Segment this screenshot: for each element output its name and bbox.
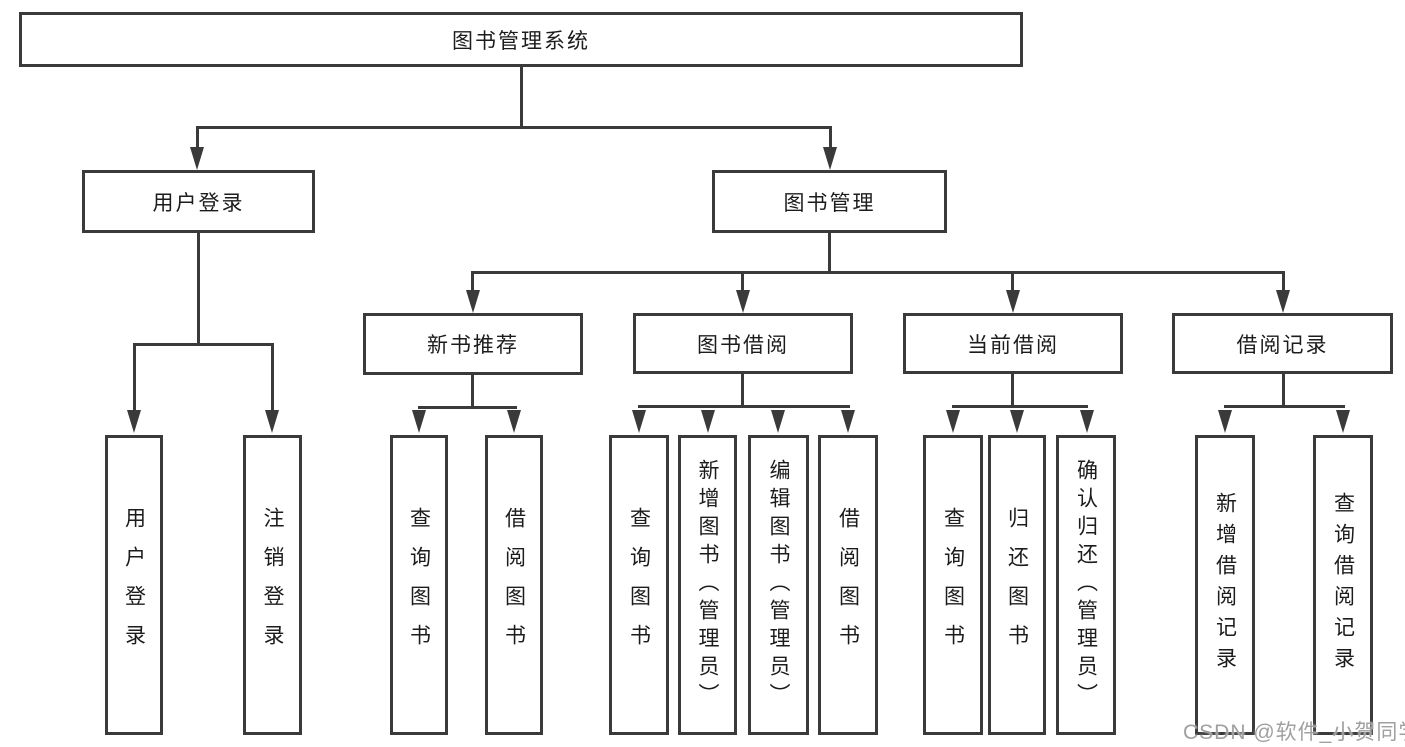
connector-line: [1011, 374, 1014, 408]
leaf-logout: 注销登录: [243, 435, 302, 735]
leaf-bb-query-book-label: 查询图书: [627, 507, 651, 663]
leaf-bb-query-book: 查询图书: [609, 435, 669, 735]
connector-line: [829, 126, 832, 152]
leaf-nb-query-book-label: 查询图书: [407, 507, 431, 663]
arrowhead-icon: [466, 290, 480, 313]
leaf-cb-confirm-return: 确认归还（管理员）: [1056, 435, 1116, 735]
connector-line: [197, 233, 200, 346]
leaf-logout-label: 注销登录: [261, 507, 284, 663]
arrowhead-icon: [1006, 290, 1020, 313]
connector-line: [196, 126, 832, 129]
connector-line: [952, 405, 1088, 408]
leaf-br-query-record-label: 查询借阅记录: [1331, 492, 1355, 678]
node-book-borrow: 图书借阅: [633, 313, 853, 374]
arrowhead-icon: [265, 410, 279, 433]
arrowhead-icon: [1336, 410, 1350, 433]
arrowhead-icon: [190, 147, 204, 170]
arrowhead-icon: [1080, 410, 1094, 433]
leaf-cb-query-book: 查询图书: [923, 435, 983, 735]
leaf-cb-return-book-label: 归还图书: [1005, 507, 1029, 663]
leaf-bb-add-book: 新增图书（管理员）: [678, 435, 737, 735]
arrowhead-icon: [1010, 410, 1024, 433]
csdn-watermark: CSDN @软件_小贺同学: [1183, 721, 1405, 744]
connector-line: [1011, 271, 1014, 293]
leaf-user-login: 用户登录: [105, 435, 163, 735]
leaf-bb-edit-book: 编辑图书（管理员）: [748, 435, 809, 735]
connector-line: [741, 374, 744, 408]
leaf-nb-borrow-book-label: 借阅图书: [502, 507, 526, 663]
node-borrow-records: 借阅记录: [1172, 313, 1393, 374]
connector-line: [828, 233, 831, 274]
arrowhead-icon: [127, 410, 141, 433]
connector-line: [1224, 405, 1345, 408]
node-book-borrow-label: 图书借阅: [697, 333, 789, 357]
arrowhead-icon: [412, 410, 426, 433]
node-user-login-label: 用户登录: [152, 191, 245, 215]
arrowhead-icon: [701, 410, 715, 433]
connector-line: [520, 67, 523, 128]
arrowhead-icon: [632, 410, 646, 433]
leaf-nb-query-book: 查询图书: [390, 435, 448, 735]
connector-line: [1282, 271, 1285, 293]
connector-line: [1282, 374, 1285, 408]
node-new-book-recommend: 新书推荐: [363, 313, 583, 375]
connector-line: [271, 343, 274, 413]
connector-line: [741, 271, 744, 293]
node-book-management: 图书管理: [712, 170, 947, 233]
node-borrow-records-label: 借阅记录: [1236, 333, 1329, 357]
node-user-login: 用户登录: [82, 170, 315, 233]
leaf-cb-query-book-label: 查询图书: [941, 507, 965, 663]
arrowhead-icon: [946, 410, 960, 433]
node-root: 图书管理系统: [19, 12, 1023, 67]
leaf-nb-borrow-book: 借阅图书: [485, 435, 543, 735]
leaf-user-login-label: 用户登录: [122, 507, 146, 663]
arrowhead-icon: [771, 410, 785, 433]
connector-line: [418, 406, 517, 409]
connector-line: [133, 343, 136, 413]
arrowhead-icon: [1218, 410, 1232, 433]
connector-line: [471, 375, 474, 409]
leaf-br-add-record-label: 新增借阅记录: [1213, 492, 1237, 678]
node-new-book-recommend-label: 新书推荐: [427, 334, 519, 357]
node-current-borrow-label: 当前借阅: [967, 333, 1059, 357]
arrowhead-icon: [841, 410, 855, 433]
leaf-bb-borrow-book-label: 借阅图书: [836, 507, 860, 663]
connector-line: [471, 271, 1285, 274]
connector-line: [471, 271, 474, 293]
node-book-management-label: 图书管理: [783, 191, 876, 215]
connector-line: [133, 343, 274, 346]
arrowhead-icon: [507, 410, 521, 433]
arrowhead-icon: [736, 290, 750, 313]
leaf-br-query-record: 查询借阅记录: [1313, 435, 1373, 735]
node-root-label: 图书管理系统: [452, 29, 590, 53]
leaf-bb-add-book-label: 新增图书（管理员）: [696, 459, 719, 711]
arrowhead-icon: [1276, 290, 1290, 313]
arrowhead-icon: [823, 147, 837, 170]
leaf-br-add-record: 新增借阅记录: [1195, 435, 1255, 735]
leaf-cb-return-book: 归还图书: [988, 435, 1046, 735]
leaf-bb-edit-book-label: 编辑图书（管理员）: [767, 459, 790, 711]
connector-line: [638, 405, 850, 408]
node-current-borrow: 当前借阅: [903, 313, 1123, 374]
connector-line: [196, 126, 199, 152]
leaf-cb-confirm-return-label: 确认归还（管理员）: [1074, 459, 1098, 711]
leaf-bb-borrow-book: 借阅图书: [818, 435, 878, 735]
